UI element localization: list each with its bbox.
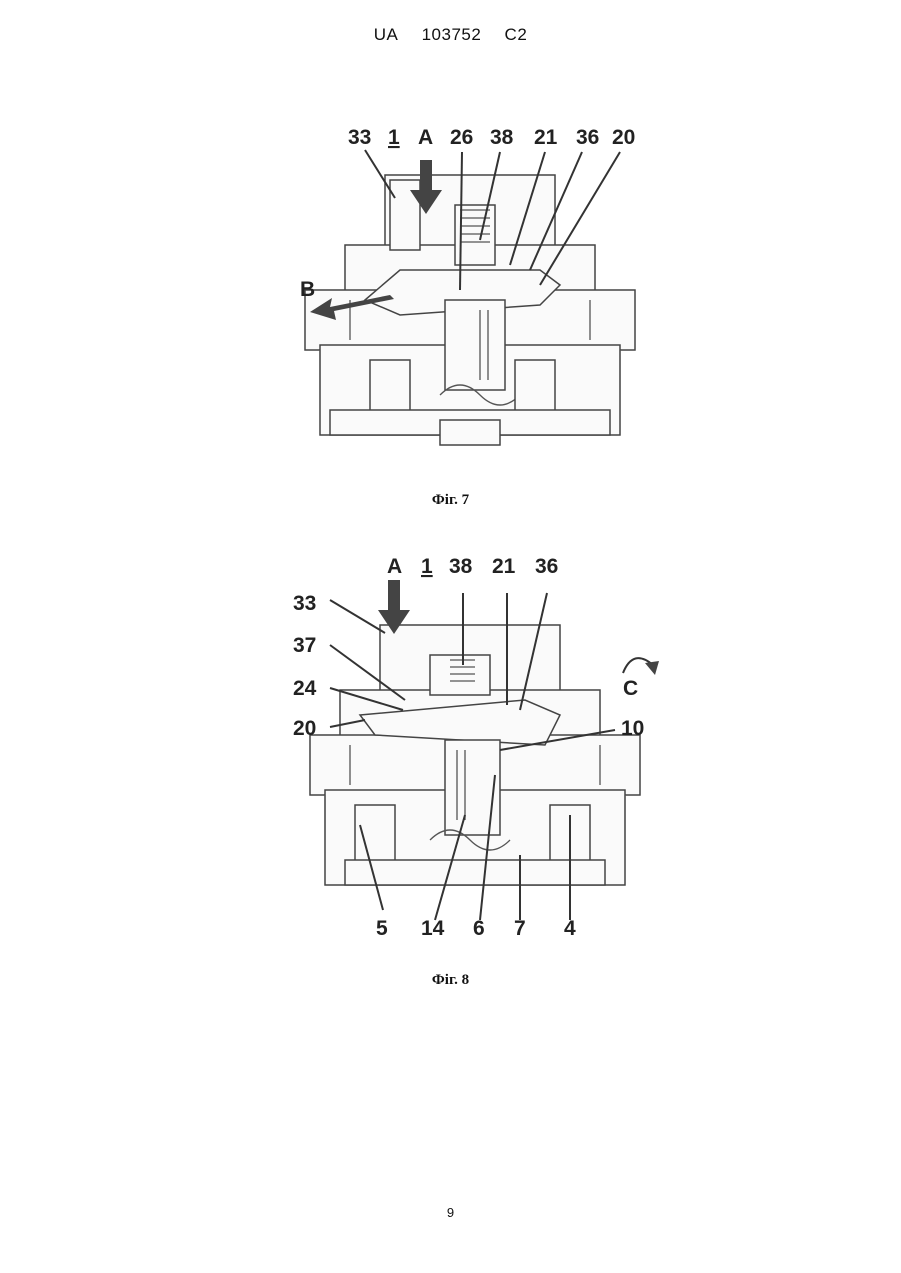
fig7-label-38: 38 xyxy=(490,126,514,149)
figure-7-caption: Фіг. 7 xyxy=(0,492,901,509)
fig8-label-6: 6 xyxy=(473,917,485,940)
fig8-label-c: C xyxy=(623,677,638,700)
fig7-label-20: 20 xyxy=(612,126,635,149)
figure-8-caption: Фіг. 8 xyxy=(0,972,901,989)
fig8-label-20: 20 xyxy=(293,717,316,740)
fig8-label-14: 14 xyxy=(421,917,445,940)
fig7-label-36: 36 xyxy=(576,126,599,149)
fig7-label-33: 33 xyxy=(348,126,371,149)
figure-7-mechanism xyxy=(305,175,635,445)
figure-8-mechanism xyxy=(310,625,640,885)
fig8-label-7: 7 xyxy=(514,917,526,940)
fig7-label-a: A xyxy=(418,126,433,149)
figure-7-drawing: 33 1 A 26 38 21 36 20 B xyxy=(290,110,650,460)
fig8-label-37: 37 xyxy=(293,634,316,657)
fig8-label-36: 36 xyxy=(535,555,558,578)
page-number: 9 xyxy=(0,1205,901,1220)
fig8-label-4: 4 xyxy=(564,917,576,940)
fig7-label-26: 26 xyxy=(450,126,473,149)
header-country: UA xyxy=(374,25,399,44)
fig8-label-38: 38 xyxy=(449,555,473,578)
fig8-label-21: 21 xyxy=(492,555,516,578)
fig7-label-1: 1 xyxy=(388,126,400,149)
fig8-label-33: 33 xyxy=(293,592,316,615)
figure-8-drawing: A 1 38 21 36 33 37 24 20 C 10 5 14 6 7 4 xyxy=(285,555,665,945)
fig8-label-5: 5 xyxy=(376,917,388,940)
header-kind: C2 xyxy=(505,25,528,44)
figure-7: 33 1 A 26 38 21 36 20 B xyxy=(290,110,650,460)
fig7-label-21: 21 xyxy=(534,126,558,149)
fig8-label-1: 1 xyxy=(421,555,433,578)
fig8-label-10: 10 xyxy=(621,717,644,740)
fig7-label-b: B xyxy=(300,278,315,301)
figure-8: A 1 38 21 36 33 37 24 20 C 10 5 14 6 7 4 xyxy=(285,555,665,945)
patent-header: UA 103752 C2 xyxy=(0,25,901,45)
fig8-label-a: A xyxy=(387,555,402,578)
fig8-label-24: 24 xyxy=(293,677,317,700)
header-number: 103752 xyxy=(422,25,482,44)
